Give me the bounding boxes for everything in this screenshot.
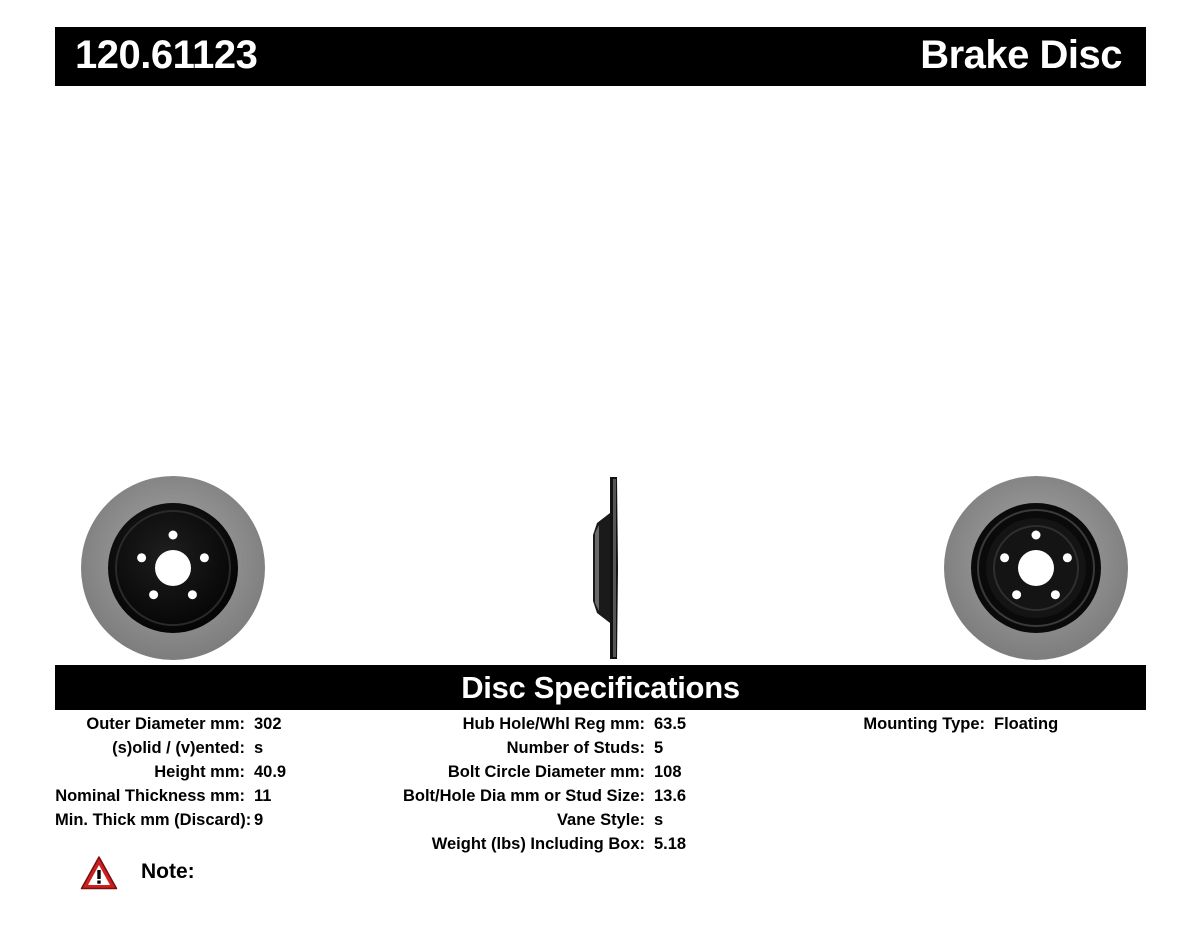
spec-row-vane-style: Vane Style: s — [400, 808, 686, 832]
spec-value: 5 — [654, 739, 664, 757]
header-bar: 120.61123 Brake Disc — [55, 27, 1146, 86]
spec-value: 108 — [654, 763, 682, 781]
spec-value: s — [654, 811, 664, 829]
spec-column-2: Hub Hole/Whl Reg mm: 63.5 Number of Stud… — [400, 712, 686, 856]
spec-label: Height mm: — [154, 763, 245, 781]
spec-value: 63.5 — [654, 715, 687, 733]
spec-value: 13.6 — [654, 787, 687, 805]
spec-label: Bolt/Hole Dia mm or Stud Size: — [402, 787, 645, 805]
brake-disc-back-icon — [944, 476, 1128, 660]
spec-row-nominal-thickness: Nominal Thickness mm: 11 — [55, 784, 286, 808]
spec-row-bolt-circle: Bolt Circle Diameter mm: 108 — [400, 760, 686, 784]
back-view — [943, 475, 1129, 661]
side-view — [585, 475, 625, 661]
spec-value: 9 — [254, 811, 264, 829]
spec-label: Mounting Type: — [863, 715, 985, 733]
front-view — [80, 475, 266, 661]
spec-row-height: Height mm: 40.9 — [55, 760, 286, 784]
specs-bar: Disc Specifications — [55, 665, 1146, 710]
spec-row-bolt-hole-dia: Bolt/Hole Dia mm or Stud Size: 13.6 — [400, 784, 686, 808]
spec-row-outer-diameter: Outer Diameter mm: 302 — [55, 712, 286, 736]
spec-row-weight: Weight (lbs) Including Box: 5.18 — [400, 832, 686, 856]
spec-label: Nominal Thickness mm: — [55, 787, 245, 805]
spec-label: Min. Thick mm (Discard): — [55, 811, 252, 829]
spec-row-hub-hole: Hub Hole/Whl Reg mm: 63.5 — [400, 712, 687, 736]
spec-label: Vane Style: — [556, 811, 645, 829]
spec-label: Number of Studs: — [506, 739, 645, 757]
spec-label: Hub Hole/Whl Reg mm: — [462, 715, 645, 733]
spec-value: 302 — [254, 715, 282, 733]
spec-row-min-thickness: Min. Thick mm (Discard): 9 — [55, 808, 286, 832]
spec-value: 40.9 — [254, 763, 287, 781]
spec-label: Outer Diameter mm: — [86, 715, 245, 733]
spec-value: 11 — [254, 787, 272, 805]
part-number: 120.61123 — [75, 33, 258, 77]
spec-label: Bolt Circle Diameter mm: — [447, 763, 645, 781]
spec-value: 5.18 — [654, 835, 687, 853]
spec-value: s — [254, 739, 264, 757]
spec-row-mounting-type: Mounting Type: Floating — [800, 712, 1058, 736]
note-label: Note: — [141, 860, 195, 883]
spec-column-3: Mounting Type: Floating — [800, 712, 1058, 736]
spec-row-number-of-studs: Number of Studs: 5 — [400, 736, 686, 760]
specs-title: Disc Specifications — [461, 670, 740, 705]
spec-label: (s)olid / (v)ented: — [112, 739, 245, 757]
spec-row-solid-vented: (s)olid / (v)ented: s — [55, 736, 286, 760]
brake-disc-front-icon — [81, 476, 265, 660]
spec-label: Weight (lbs) Including Box: — [431, 835, 645, 853]
brake-disc-side-icon — [593, 477, 618, 659]
warning-icon — [80, 856, 118, 890]
spec-column-1: Outer Diameter mm: 302 (s)olid / (v)ente… — [55, 712, 286, 832]
product-type: Brake Disc — [920, 33, 1122, 77]
spec-value: Floating — [994, 715, 1059, 733]
